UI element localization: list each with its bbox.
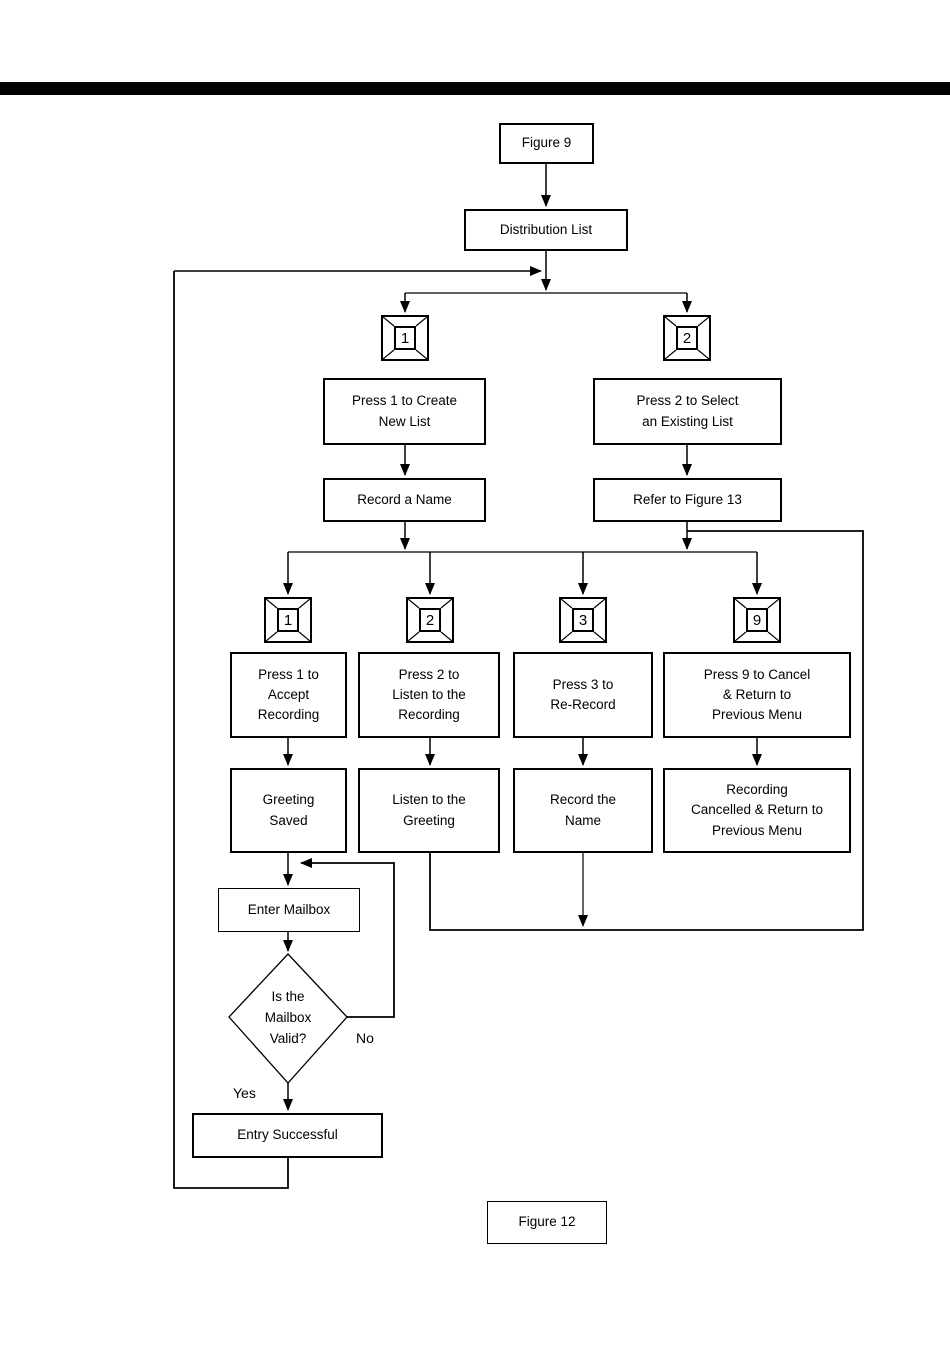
press-9-cancel-label: Press 9 to Cancel & Return to Previous M… <box>703 666 811 723</box>
decision-diamond-shape <box>228 953 348 1084</box>
record-the-name-label: Record the Name <box>549 792 617 828</box>
keypad-2-menu: 2 <box>406 597 454 643</box>
listen-to-greeting-box: Listen to the Greeting <box>358 768 500 853</box>
press-3-rerecord-box: Press 3 to Re-Record <box>513 652 653 738</box>
keypad-inner-square: 9 <box>746 608 768 632</box>
figure-12-reference-box: Figure 12 <box>487 1201 607 1244</box>
press-2-listen-recording-box: Press 2 to Listen to the Recording <box>358 652 500 738</box>
keypad-digit: 3 <box>578 611 588 629</box>
keypad-bevel-icon <box>383 317 427 359</box>
mailbox-valid-decision-label: Is the Mailbox Valid? <box>264 989 312 1046</box>
press-1-create-label: Press 1 to Create New List <box>351 393 458 429</box>
keypad-digit: 2 <box>425 611 435 629</box>
keypad-bevel-icon <box>266 599 310 641</box>
record-the-name-box: Record the Name <box>513 768 653 853</box>
refer-to-figure-13-box: Refer to Figure 13 <box>593 478 782 522</box>
recording-cancelled-label: Recording Cancelled & Return to Previous… <box>690 782 824 838</box>
keypad-2-top: 2 <box>663 315 711 361</box>
greeting-saved-label: Greeting Saved <box>262 792 315 828</box>
enter-mailbox-box: Enter Mailbox <box>218 888 360 932</box>
press-2-select-existing-list-box: Press 2 to Select an Existing List <box>593 378 782 445</box>
distribution-list-box: Distribution List <box>464 209 628 251</box>
keypad-inner-square: 3 <box>572 608 594 632</box>
top-rule-bar <box>0 82 950 95</box>
press-2-select-label: Press 2 to Select an Existing List <box>636 393 739 429</box>
keypad-bevel-icon <box>665 317 709 359</box>
figure-9-label: Figure 9 <box>521 135 572 151</box>
figure-12-label: Figure 12 <box>518 1214 576 1230</box>
entry-successful-label: Entry Successful <box>237 1127 338 1143</box>
figure-9-reference-box: Figure 9 <box>499 123 594 164</box>
keypad-inner-square: 2 <box>419 608 441 632</box>
keypad-3-menu: 3 <box>559 597 607 643</box>
press-9-cancel-box: Press 9 to Cancel & Return to Previous M… <box>663 652 851 738</box>
recording-cancelled-box: Recording Cancelled & Return to Previous… <box>663 768 851 853</box>
keypad-bevel-icon <box>561 599 605 641</box>
refer-to-figure-13-label: Refer to Figure 13 <box>633 491 742 507</box>
keypad-bevel-icon <box>735 599 779 641</box>
enter-mailbox-label: Enter Mailbox <box>247 901 331 917</box>
yes-branch-label: Yes <box>233 1085 256 1101</box>
press-1-accept-label: Press 1 to Accept Recording <box>257 666 320 723</box>
connectors <box>173 163 864 1189</box>
keypad-inner-square: 1 <box>277 608 299 632</box>
keypad-digit: 1 <box>400 329 410 347</box>
press-3-rerecord-label: Press 3 to Re-Record <box>550 676 616 712</box>
keypad-inner-square: 2 <box>676 326 698 350</box>
press-1-accept-recording-box: Press 1 to Accept Recording <box>230 652 347 738</box>
press-1-create-new-list-box: Press 1 to Create New List <box>323 378 486 445</box>
keypad-9-menu: 9 <box>733 597 781 643</box>
keypad-digit: 1 <box>283 611 293 629</box>
listen-to-greeting-label: Listen to the Greeting <box>392 792 466 828</box>
keypad-1-top: 1 <box>381 315 429 361</box>
record-a-name-label: Record a Name <box>357 491 452 507</box>
entry-successful-box: Entry Successful <box>192 1113 383 1158</box>
no-branch-label: No <box>356 1030 374 1046</box>
distribution-list-label: Distribution List <box>499 221 593 237</box>
keypad-digit: 2 <box>682 329 692 347</box>
press-2-listen-label: Press 2 to Listen to the Recording <box>392 666 466 723</box>
keypad-inner-square: 1 <box>394 326 416 350</box>
keypad-bevel-icon <box>408 599 452 641</box>
keypad-digit: 9 <box>752 611 762 629</box>
record-a-name-box: Record a Name <box>323 478 486 522</box>
greeting-saved-box: Greeting Saved <box>230 768 347 853</box>
keypad-1-menu: 1 <box>264 597 312 643</box>
